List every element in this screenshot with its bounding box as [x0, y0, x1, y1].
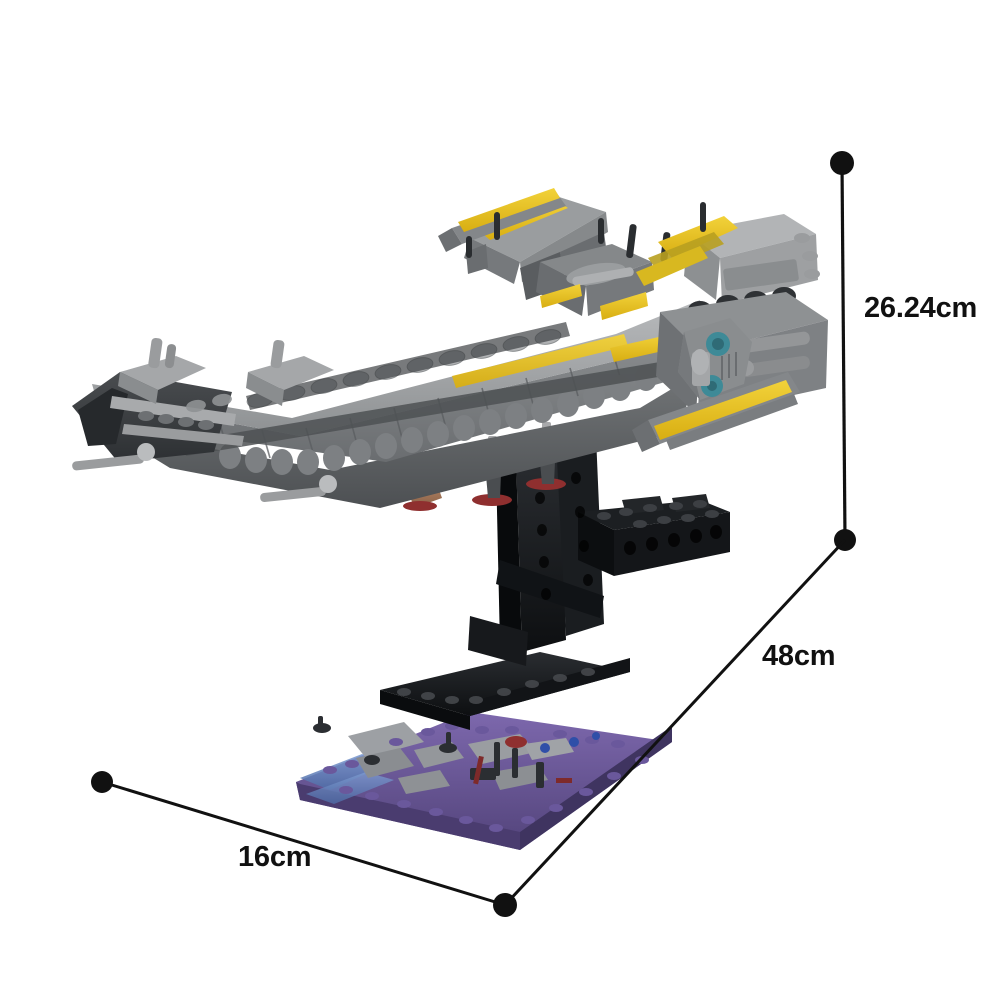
display-base	[296, 712, 672, 850]
wing-lower-starboard	[632, 372, 800, 452]
dimension-label-width: 16cm	[238, 841, 312, 873]
bridge-tower	[536, 218, 671, 320]
spaceship-hull	[72, 300, 702, 508]
dimension-label-height: 26.24cm	[864, 292, 978, 324]
hull-antennae	[466, 202, 706, 258]
dimension-label-depth: 48cm	[762, 640, 836, 672]
engine-block	[636, 214, 828, 416]
wing-upper-port	[438, 188, 566, 252]
